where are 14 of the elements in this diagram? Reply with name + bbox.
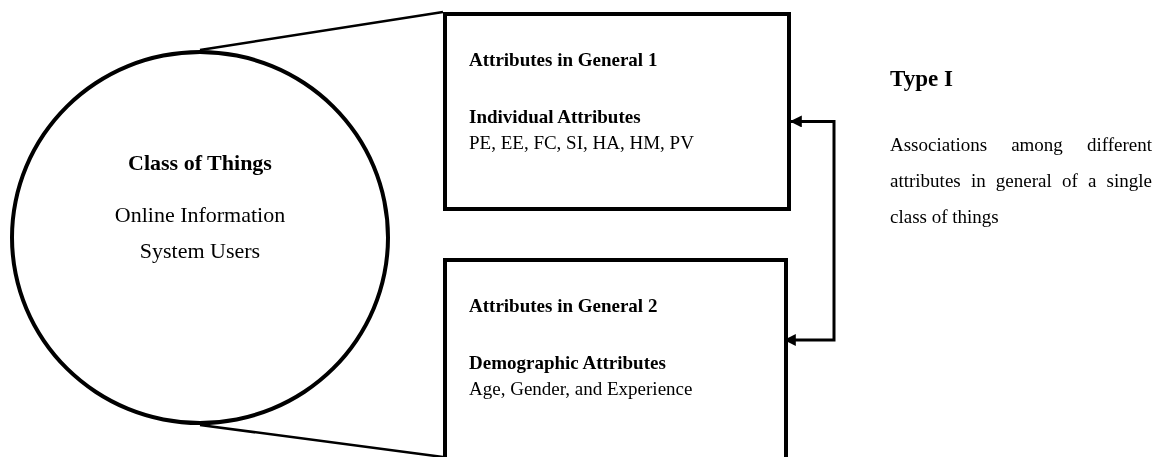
attribute-box xyxy=(443,258,788,457)
type-heading: Type I xyxy=(890,65,953,93)
circle-text: Online Information System Users xyxy=(113,201,287,265)
connector-line xyxy=(199,10,444,52)
box-subheading: Individual Attributes xyxy=(469,104,642,129)
circle-heading: Class of Things xyxy=(128,149,272,177)
box-text: PE, EE, FC, SI, HA, HM, PV xyxy=(469,130,695,155)
attribute-box xyxy=(443,12,791,211)
box-subheading: Demographic Attributes xyxy=(469,350,667,375)
box-text: Age, Gender, and Experience xyxy=(469,376,694,401)
box-heading: Attributes in General 1 xyxy=(469,48,659,72)
box-heading: Attributes in General 2 xyxy=(469,294,659,318)
connector-line xyxy=(199,423,444,457)
description-text: Associations among different attributes in general of a single class of things xyxy=(890,133,1152,229)
